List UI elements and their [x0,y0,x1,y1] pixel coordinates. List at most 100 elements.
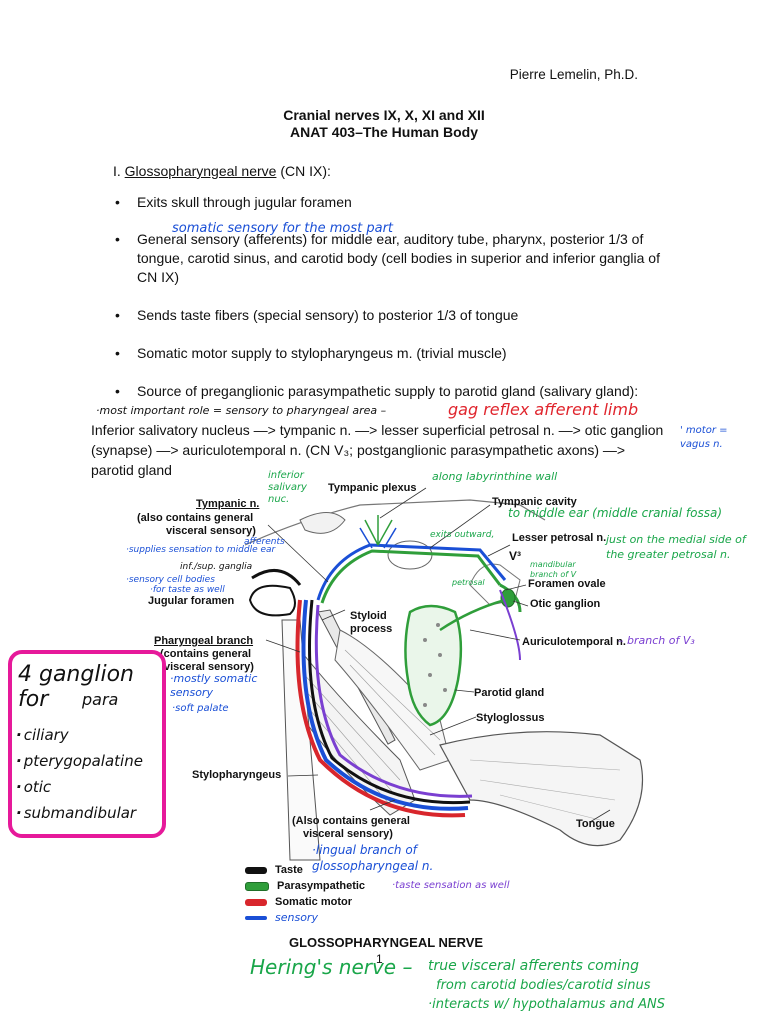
legend-swatch-motor [245,898,267,906]
legend-row: sensory [245,910,365,926]
annotation-petrosal-small: petrosal [452,578,485,587]
label-v3: V³ [509,549,521,563]
parotid-gland-shape [404,604,463,727]
visceral-fiber [314,604,473,798]
legend-swatch-sensory [245,916,267,920]
box-heading: 4 ganglion for [18,662,134,712]
legend-swatch-parasympathetic [245,881,269,891]
label-parotid-gland: Parotid gland [474,687,545,699]
annotation-middle-cranial-fossa: to middle ear (middle cranial fossa) [508,506,723,520]
label-tongue: Tongue [576,818,615,830]
bullet-item: Somatic motor supply to stylopharyngeus … [113,344,673,363]
annotation-for-taste: ·for taste as well [150,585,225,595]
section-prefix: I. [113,163,125,179]
annotation-inferior-salivary: inferior salivary nuc. [268,470,307,505]
ganglion-item: submandibular [16,800,143,826]
course-title: ANAT 403–The Human Body [290,124,478,140]
label-also-contains-bottom-1: (Also contains general [292,815,410,827]
ganglion-taste-line [251,569,302,586]
bullet-list: Exits skull through jugular foramen Gene… [113,193,673,401]
annotation-inf-sup-ganglia: inf./sup. ganglia [180,562,253,572]
bullet-item: Sends taste fibers (special sensory) to … [113,306,673,325]
muscle-striations [299,649,441,806]
sensory-fiber [301,599,469,811]
tympanic-para-fiber [320,549,502,604]
legend-label: Somatic motor [275,896,353,908]
section-suffix: (CN IX): [276,163,331,179]
tympanic-plexus-fan [364,515,393,546]
pharynx-wall [281,619,321,861]
label-pharyngeal-contains-1: (contains general [160,648,252,660]
label-jugular-foramen: Jugular foramen [148,595,235,607]
tongue-shape [439,731,644,847]
label-tympanic-contains-2: visceral sensory) [166,525,256,537]
legend-label: Taste [275,864,303,876]
annotation-most-important: ·most important role = sensory to pharyn… [96,404,387,417]
label-tympanic-plexus: Tympanic plexus [328,482,417,494]
fiber-legend: Taste Parasympathetic Somatic motor sens… [245,862,365,926]
jugular-foramen-loop [248,584,296,617]
label-stylopharyngeus: Stylopharyngeus [192,769,282,781]
author-name: Pierre Lemelin, Ph.D. [509,67,638,82]
diagram-title: GLOSSOPHARYNGEAL NERVE [289,935,484,950]
auriculotemporal-fiber [439,598,506,632]
document-title: Cranial nerves IX, X, XI and XII [283,107,485,123]
annotation-mostly-somatic: ·mostly somatic sensory [170,672,258,699]
tongue-texture [469,759,621,821]
legend-row: Taste [245,862,365,878]
ganglion-item: pterygopalatine [16,748,143,774]
ganglion-item: ciliary [16,722,143,748]
annotation-mandibular-branch: mandibular branch of V [530,560,577,579]
annotation-true-visceral: true visceral afferents coming [428,958,639,974]
label-otic-ganglion: Otic ganglion [530,598,601,610]
legend-label-sensory: sensory [275,911,318,924]
ganglia-list: ciliary pterygopalatine otic submandibul… [16,722,143,826]
section-name: Glossopharyngeal nerve [124,163,277,179]
annotation-exits-outward: exits outward, [430,530,495,540]
legend-label: Parasympathetic [277,880,366,892]
annotation-gag-reflex: gag reflex afferent limb [448,400,639,419]
bullet-item: Source of preganglionic parasympathetic … [113,382,673,401]
bullet-item: Exits skull through jugular foramen [113,193,673,212]
section-heading: I. Glossopharyngeal nerve (CN IX): [113,163,331,179]
annotation-interacts: ·interacts w/ hypothalamus and ANS [428,997,665,1012]
label-tympanic-contains-1: (also contains general [137,512,254,524]
annotation-somatic-sensory: somatic sensory for the most part [172,221,394,236]
mandibular-fiber [499,589,521,661]
pathway-paragraph: Inferior salivatory nucleus —> tympanic … [91,422,664,478]
label-lesser-petrosal: Lesser petrosal n. [512,532,607,544]
annotation-medial-side: just on the medial side of the greater p… [606,533,746,561]
label-pharyngeal-branch: Pharyngeal branch [154,635,254,647]
label-styloid-1: Styloid [350,610,387,622]
annotation-soft-palate: ·soft palate [172,703,229,714]
annotation-supplies-sensation: ·supplies sensation to middle ear [126,545,276,555]
leader-lines [265,487,611,823]
label-styloid-2: process [350,623,393,635]
annotation-sensory-cell-bodies: ·sensory cell bodies [126,575,215,585]
bullet-item: General sensory (afferents) for middle e… [113,230,673,287]
annotation-motor-vagus: ' motor = vagus n. [680,425,728,450]
box-heading-2: para [82,690,119,709]
label-auriculotemporal: Auriculotemporal n. [522,636,626,648]
parotid-texture [423,623,447,707]
annotation-from-carotid: from carotid bodies/carotid sinus [436,978,651,993]
label-also-contains-bottom-2: visceral sensory) [303,828,393,840]
annotation-afferents: afferents [244,537,285,547]
ear-ossicle-shape [299,512,346,534]
label-tympanic-n: Tympanic n. [196,498,260,510]
legend-row: Parasympathetic [245,878,365,894]
legend-swatch-taste [245,866,267,874]
motor-fiber [295,599,466,818]
parasympathetic-ganglia-box: 4 ganglion for para ciliary pterygopalat… [8,650,166,838]
annotation-branch-of-v3: – branch of V₃ [618,634,695,647]
annotation-taste-sensation: ·taste sensation as well [392,880,510,891]
annotation-herings-nerve: Hering's nerve – [250,955,413,979]
tympanic-plexus-fan-sensory [359,527,397,549]
label-tympanic-cavity: Tympanic cavity [492,496,577,508]
page-number: 1 [376,952,383,966]
annotation-labyrinthine: along labyrinthine wall [432,470,558,483]
label-pharyngeal-contains-2: visceral sensory) [164,661,254,673]
legend-row: Somatic motor [245,894,365,910]
label-styloglossus: Styloglossus [476,712,545,724]
